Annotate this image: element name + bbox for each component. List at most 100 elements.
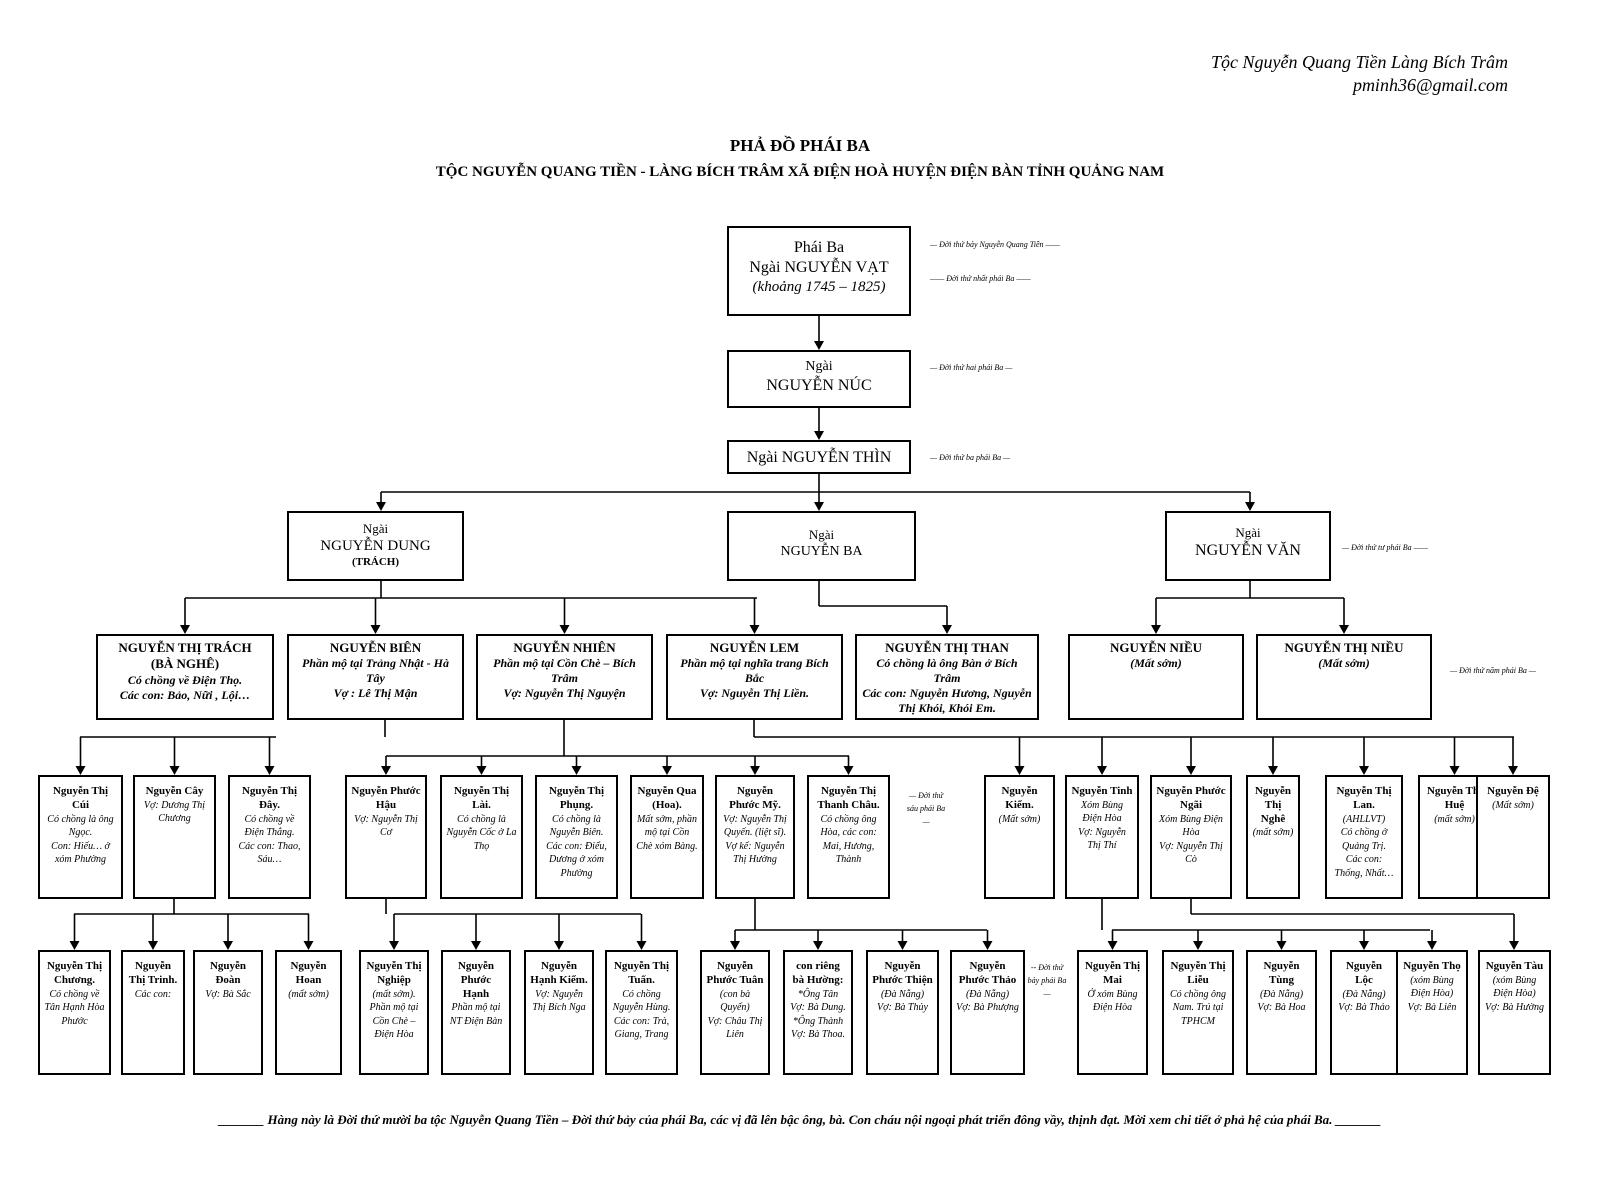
connector-arrow (376, 502, 386, 511)
node-gen6-desc: Xóm Bùng Điện Hòa Vợ: Nguyễn Thị Cò (1159, 813, 1223, 866)
node-gen5-name: NGUYỄN BIÊN (329, 640, 422, 655)
connector-arrow (750, 766, 760, 775)
node-gen7-4[interactable]: Nguyễn Hoan(mất sớm) (275, 950, 342, 1075)
node-gen7-desc: Các con: (134, 988, 172, 1000)
node-gen7-10[interactable]: con riêng bà Hường:*Ông Tân Vợ: Bà Dung.… (783, 950, 853, 1075)
connector-arrow (75, 766, 86, 775)
connector-arrow (814, 431, 824, 440)
g4-dung-line3: (TRÁCH) (351, 556, 400, 568)
node-root[interactable]: Phái Ba Ngài NGUYỄN VẠT (khoảng 1745 – 1… (727, 226, 911, 316)
node-gen7-name: Nguyễn Thọ (1403, 960, 1461, 972)
node-gen5-name: NGUYỄN NIỀU (1109, 640, 1203, 655)
note-gen-root-2: —— Đời thứ nhất phái Ba —— (930, 274, 1031, 283)
node-gen6-16[interactable]: Nguyễn Đệ(Mất sớm) (1476, 775, 1550, 899)
connector-arrow (1151, 625, 1161, 634)
connector-arrow (749, 625, 760, 634)
note-gen-root-1: — Đời thứ bảy Nguyễn Quang Tiền —— (930, 240, 1060, 249)
connector-arrow (1449, 766, 1460, 775)
node-gen6-desc: Vợ: Nguyễn Thị Quyến. (liệt sĩ). Vợ kế: … (723, 813, 787, 866)
node-gen7-15[interactable]: Nguyễn Tùng(Đà Nẵng) Vợ: Bà Hoa (1246, 950, 1317, 1075)
connector-arrow (381, 766, 391, 775)
connector-arrow (476, 766, 487, 775)
node-gen6-name: Nguyễn Tinh (1071, 785, 1133, 797)
node-nguyen-thin[interactable]: Ngài NGUYỄN THÌN (727, 440, 911, 474)
root-years: (khoảng 1745 – 1825) (752, 279, 886, 295)
node-gen6-10[interactable]: Nguyễn Kiểm. (Mất sớm) (984, 775, 1055, 899)
node-gen6-name: Nguyễn Kiểm. (1001, 785, 1038, 811)
node-gen7-8[interactable]: Nguyễn Thị Tuấn.Có chồng Nguyễn Hùng. Cá… (605, 950, 678, 1075)
node-gen5-6[interactable]: NGUYỄN NIỀU(Mất sớm) (1068, 634, 1244, 720)
connector-arrow (223, 941, 233, 950)
node-gen7-7[interactable]: Nguyễn Hạnh Kiểm.Vợ: Nguyễn Thị Bích Nga (524, 950, 594, 1075)
connector-arrow (1509, 941, 1519, 950)
node-gen7-11[interactable]: Nguyễn Phước Thiện(Đà Nẵng) Vợ: Bà Thủy (866, 950, 939, 1075)
node-gen6-desc: Có chồng là ông Ngọc. Con: Hiếu… ở xóm P… (47, 813, 114, 866)
node-nguyen-van[interactable]: Ngài NGUYỄN VĂN (1165, 511, 1331, 581)
node-gen5-name: NGUYỄN LEM (709, 640, 800, 655)
node-gen7-name: Nguyễn Thị Chương. (46, 960, 103, 986)
page-title: PHẢ ĐỒ PHÁI BA (729, 136, 871, 155)
node-gen7-12[interactable]: Nguyễn Phước Thảo(Đà Nẵng) Vợ: Bà Phượng (950, 950, 1025, 1075)
node-gen6-14[interactable]: Nguyễn Thị Lan.(AHLLVT) Có chồng ở Quảng… (1325, 775, 1403, 899)
node-gen6-7[interactable]: Nguyễn Qua (Hoa).Mất sớm, phần mộ tại Cồ… (630, 775, 704, 899)
node-gen7-name: Nguyễn Thị Mai (1084, 960, 1141, 986)
node-gen6-9[interactable]: Nguyễn Thị Thanh Châu.Có chồng ông Hòa, … (807, 775, 890, 899)
node-gen6-3[interactable]: Nguyễn Thị Đây.Có chồng về Điện Thắng. C… (228, 775, 311, 899)
node-gen5-1[interactable]: NGUYỄN THỊ TRÁCH (BÀ NGHÊ)Có chồng về Đi… (96, 634, 274, 720)
node-gen6-13[interactable]: Nguyễn Thị Nghê(mất sớm) (1246, 775, 1300, 899)
node-gen7-16[interactable]: Nguyễn Lộc(Đà Nẵng) Vợ: Bà Thảo (1330, 950, 1398, 1075)
node-gen6-desc: Mất sớm, phần mộ tại Cồn Chè xóm Bàng. (636, 813, 698, 852)
connector-arrow (559, 625, 570, 634)
node-gen7-name: con riêng bà Hường: (792, 960, 844, 986)
node-gen6-desc: (Mất sớm) (998, 813, 1041, 825)
node-gen7-1[interactable]: Nguyễn Thị Chương.Có chồng về Tân Hạnh H… (38, 950, 111, 1075)
root-line1: Phái Ba (793, 239, 845, 256)
node-nguyen-dung[interactable]: Ngài NGUYỄN DUNG (TRÁCH) (287, 511, 464, 581)
connector-arrow (1427, 941, 1437, 950)
node-gen6-6[interactable]: Nguyễn Thị Phụng.Có chồng là Nguyễn Biên… (535, 775, 618, 899)
node-gen7-name: Nguyễn Đoàn (209, 960, 247, 986)
node-nguyen-nuc[interactable]: Ngài NGUYỄN NÚC (727, 350, 911, 408)
node-gen7-9[interactable]: Nguyễn Phước Tuân(con bà Quyến) Vợ: Châu… (700, 950, 770, 1075)
connector-arrow (1107, 941, 1118, 950)
node-gen6-name: Nguyễn Thị Nghê (1254, 785, 1292, 825)
node-gen7-2[interactable]: Nguyễn Thị Trinh.Các con: (121, 950, 185, 1075)
connector-arrow (1339, 625, 1349, 634)
node-nguyen-ba[interactable]: Ngài NGUYỄN BA (727, 511, 916, 581)
node-gen7-name: Nguyễn Tùng (1263, 960, 1300, 986)
node-gen7-name: Nguyễn Thị Liễu (1170, 960, 1226, 986)
node-gen7-18[interactable]: Nguyễn Tàu(xóm Bùng Điện Hòa) Vợ: Bà Hườ… (1478, 950, 1551, 1075)
node-gen5-7[interactable]: NGUYỄN THỊ NIỀU(Mất sớm) (1256, 634, 1432, 720)
node-gen7-desc: (mất sớm). Phần mộ tại Cồn Chè – Điện Hò… (369, 988, 419, 1041)
node-gen7-name: Nguyễn Phước Hạnh (457, 960, 495, 1000)
node-gen7-desc: Có chồng Nguyễn Hùng. Các con: Trà, Gian… (612, 988, 671, 1041)
node-gen5-name: NGUYỄN THỊ NIỀU (1284, 640, 1404, 655)
connector-arrow (303, 941, 314, 950)
node-gen6-8[interactable]: Nguyễn Phước Mỹ.Vợ: Nguyễn Thị Quyến. (l… (715, 775, 795, 899)
node-gen6-5[interactable]: Nguyễn Thị Lài.Có chồng là Nguyễn Cốc ở … (440, 775, 523, 899)
node-gen7-5[interactable]: Nguyễn Thị Nghiệp(mất sớm). Phần mộ tại … (359, 950, 429, 1075)
connector-arrow (69, 941, 80, 950)
note-gen-5: — Đời thứ năm phái Ba — (1450, 666, 1536, 675)
node-gen5-desc: Phần mộ tại nghĩa trang Bích Bắc Vợ: Ngu… (680, 656, 829, 701)
g4-dung-line1: Ngài (362, 521, 389, 536)
node-gen7-desc: (Đà Nẵng) Vợ: Bà Thủy (877, 988, 928, 1014)
node-gen7-17[interactable]: Nguyễn Thọ(xóm Bùng Điện Hòa) Vợ: Bà Liê… (1396, 950, 1468, 1075)
connector-arrow (662, 766, 672, 775)
header-email[interactable]: pminh36@gmail.com (1352, 75, 1508, 95)
